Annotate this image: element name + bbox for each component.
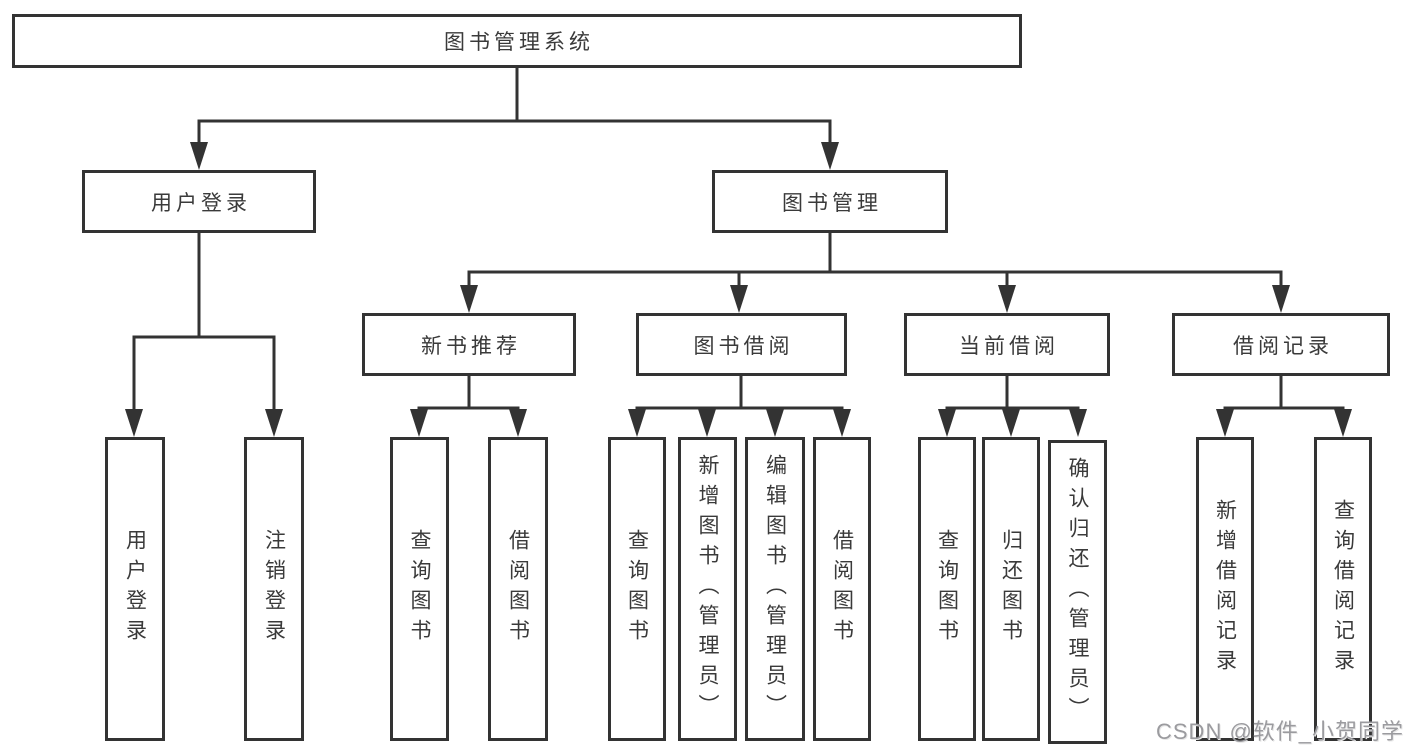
node-label: 查询图书 [935, 529, 959, 649]
arrowhead [265, 409, 283, 437]
node-new-book-recommend: 新书推荐 [362, 313, 576, 376]
node-label: 查询借阅记录 [1331, 499, 1355, 679]
arrowhead [460, 285, 478, 313]
leaf-current-query-books: 查询图书 [918, 437, 976, 741]
node-label: 新增图书（管理员） [696, 454, 719, 724]
leaf-records-query-record: 查询借阅记录 [1314, 437, 1372, 741]
node-label: 当前借阅 [959, 334, 1059, 358]
node-label: 新书推荐 [421, 334, 521, 358]
leaf-recommend-borrow-books: 借阅图书 [488, 437, 548, 741]
arrowhead [833, 409, 851, 437]
leaf-borrow-add-books-admin: 新增图书（管理员） [678, 437, 737, 741]
node-label: 图书管理系统 [444, 31, 594, 54]
node-label: 新增借阅记录 [1213, 499, 1237, 679]
arrowhead [1069, 409, 1087, 437]
arrowhead [730, 285, 748, 313]
connector-records-to-leaves [1223, 374, 1345, 414]
connector-userlogin-to-leaves [132, 231, 276, 415]
arrowhead [1216, 409, 1234, 437]
connector-borrow-to-leaves [635, 374, 844, 414]
node-label: 借阅图书 [506, 529, 530, 649]
leaf-current-confirm-return-admin: 确认归还（管理员） [1048, 440, 1107, 744]
csdn-watermark: CSDN @软件_小贺同学 [1156, 719, 1405, 744]
node-book-management: 图书管理 [712, 170, 948, 233]
node-current-borrow: 当前借阅 [904, 313, 1110, 376]
node-label: 借阅图书 [830, 529, 854, 649]
leaf-current-return-books: 归还图书 [982, 437, 1040, 741]
node-user-login: 用户登录 [82, 170, 316, 233]
leaf-borrow-edit-books-admin: 编辑图书（管理员） [745, 437, 805, 741]
arrowhead [938, 409, 956, 437]
leaf-user-login: 用户登录 [105, 437, 165, 741]
arrowheads [125, 142, 1352, 437]
node-label: 查询图书 [408, 529, 431, 649]
leaf-borrow-borrow-books: 借阅图书 [813, 437, 871, 741]
arrowhead [821, 142, 839, 170]
node-label: 用户登录 [151, 191, 251, 215]
connector-bookmgmt-to-level3 [467, 231, 1283, 291]
connector-root-to-level2 [197, 66, 832, 148]
node-label: 注销登录 [262, 529, 286, 649]
arrowhead [1002, 409, 1020, 437]
leaf-borrow-query-books: 查询图书 [608, 437, 666, 741]
node-label: 图书管理 [782, 191, 882, 215]
node-label: 用户登录 [123, 529, 147, 649]
arrowhead [698, 409, 716, 437]
arrowhead [190, 142, 208, 170]
node-label: 确认归还（管理员） [1066, 457, 1089, 727]
arrowhead [410, 409, 428, 437]
node-label: 图书借阅 [693, 334, 794, 358]
leaf-records-add-record: 新增借阅记录 [1196, 437, 1254, 741]
arrowhead [125, 409, 143, 437]
arrowhead [1272, 285, 1290, 313]
arrowhead [628, 409, 646, 437]
leaf-logout: 注销登录 [244, 437, 304, 741]
node-label: 编辑图书（管理员） [763, 454, 787, 724]
arrowhead [998, 285, 1016, 313]
node-label: 借阅记录 [1233, 334, 1333, 358]
node-label: 查询图书 [625, 529, 649, 649]
connector-current-to-leaves [945, 374, 1080, 414]
arrowhead [766, 409, 784, 437]
node-book-borrow: 图书借阅 [636, 313, 847, 376]
node-library-system: 图书管理系统 [12, 14, 1022, 68]
node-borrow-records: 借阅记录 [1172, 313, 1390, 376]
arrowhead [1334, 409, 1352, 437]
leaf-recommend-query-books: 查询图书 [390, 437, 449, 741]
connector-recommend-to-leaves [417, 374, 520, 414]
node-label: 归还图书 [999, 529, 1023, 649]
arrowhead [509, 409, 527, 437]
